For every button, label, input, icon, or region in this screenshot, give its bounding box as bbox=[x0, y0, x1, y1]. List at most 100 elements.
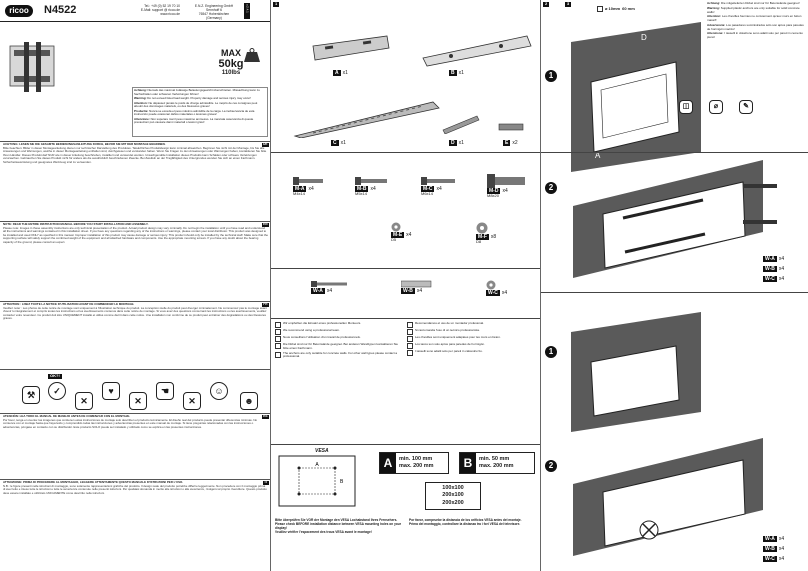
section-title: ACHTUNG: LESEN SIE DIE GESAMTE BEDIENUNG… bbox=[3, 142, 166, 146]
note-text: We recommend using a professional team. bbox=[283, 328, 340, 332]
warning-label: Advertencia: bbox=[707, 22, 726, 27]
part-e-illustration bbox=[498, 123, 524, 131]
column-overview: ricoo N4522 Tel.: +49 (0) 52 19 70 10 E-… bbox=[0, 0, 271, 571]
note-text: Recomendamos el uso de un montador profe… bbox=[415, 321, 484, 325]
address-line: Sennhoff 6 bbox=[206, 8, 222, 13]
note-line: We recommend using a professional team. bbox=[275, 328, 403, 335]
warning-text: I tasselli in dotazione sono adatti solo… bbox=[707, 31, 803, 39]
washer-qty: x8 bbox=[490, 234, 497, 240]
cross-icon: ✕ bbox=[129, 392, 147, 410]
warning-line: Attenzione: I tasselli in dotazione sono… bbox=[707, 31, 807, 40]
cross-icon: ✕ bbox=[75, 392, 93, 410]
vesa-note: Veuillez vérifier l'espacement des trous… bbox=[275, 530, 372, 534]
washer-code: W-C bbox=[486, 290, 500, 297]
note-text: The anchors are only suitable for concre… bbox=[283, 350, 398, 359]
note-text: Nous conseillons l'utilisation d'un trav… bbox=[283, 335, 361, 339]
vesa-b-letter: B bbox=[460, 453, 476, 473]
warning-text: Supplied plastic anchors are only suitab… bbox=[707, 5, 800, 14]
max-lbs: 110lbs bbox=[221, 69, 241, 76]
max-load-label: MAX 50kg 110lbs bbox=[196, 48, 266, 77]
warning-text: Non superare mai il peso massimo ammesso… bbox=[134, 116, 254, 125]
warning-line: Warning: Supplied plastic anchors are on… bbox=[707, 5, 807, 15]
section-title: ATTENZIONE: PRIMA DI PROCEDERE AL MONTAG… bbox=[3, 480, 184, 484]
address-line: 76547 Hohenkirchen bbox=[198, 12, 230, 17]
part-letter: A bbox=[333, 70, 341, 77]
part-qty: x1 bbox=[342, 70, 348, 76]
wall-icon bbox=[407, 350, 413, 356]
vesa-b-max: max. 200 mm bbox=[479, 463, 514, 469]
section-it: IT ATTENZIONE: PRIMA DI PROCEDERE AL MON… bbox=[0, 479, 270, 571]
part-qty: x2 bbox=[512, 140, 518, 146]
warning-label: Attention: bbox=[707, 14, 722, 19]
warning-text: Ne dépassez jamais le poids de charge ad… bbox=[134, 100, 258, 109]
screw-code: M-A bbox=[293, 186, 307, 193]
tv-back-illustration: A B bbox=[278, 455, 356, 507]
warning-text: Die mitgelieferten Dübel sind nur für Be… bbox=[721, 1, 800, 5]
svg-text:D: D bbox=[641, 33, 647, 42]
washer-code: M-F bbox=[476, 234, 489, 241]
screw-size: M8x20 bbox=[487, 193, 500, 199]
note-text: Si raccomanda l'uso di un tecnico profes… bbox=[415, 328, 480, 332]
contact-web: www.ricoo.de bbox=[160, 12, 180, 17]
warning-line: Attention: Les chevilles fournies ne con… bbox=[707, 14, 807, 23]
step-number: 1 bbox=[545, 70, 557, 82]
section-de: DE ACHTUNG: LESEN SIE DIE GESAMTE BEDIEN… bbox=[0, 141, 270, 221]
warning-label: Productie: bbox=[134, 108, 149, 113]
wall-icon bbox=[275, 351, 281, 358]
section-body: N.B.: le figure presenti nelle istruzion… bbox=[3, 483, 267, 495]
level-icon: ◫ bbox=[679, 100, 693, 114]
divider bbox=[271, 152, 540, 153]
pet-icon: ☻ bbox=[240, 392, 258, 410]
washer-size: D5 bbox=[391, 237, 397, 243]
step-number: 2 bbox=[545, 460, 557, 472]
header: ricoo N4522 Tel.: +49 (0) 52 19 70 10 E-… bbox=[0, 0, 270, 22]
screw-qty: x4 bbox=[502, 188, 508, 194]
screw-icon bbox=[355, 177, 387, 185]
step-number: 1 bbox=[545, 346, 557, 358]
smile-icon: ☺ bbox=[210, 382, 228, 400]
drill-icon: ⌀ bbox=[709, 100, 723, 114]
vesa-b-min: min. 50 mm bbox=[479, 455, 510, 462]
wall-part-qty: x4 bbox=[778, 556, 785, 562]
model-number: N4522 bbox=[44, 4, 77, 16]
warning-line: Productie: Nunca se exceda el peso máxim… bbox=[134, 108, 266, 117]
wall-icon bbox=[407, 336, 413, 342]
worker-icon bbox=[275, 322, 281, 328]
load-warning-box: Achtung: Niemals das maximal zulässige B… bbox=[132, 87, 268, 137]
vesa-notes-left: Bitte überprüfen Sie VOR der Montage den… bbox=[275, 518, 403, 534]
tv-mount-illustration bbox=[9, 42, 55, 92]
contact-info: Tel.: +49 (0) 52 19 70 10 E-Mail: suppor… bbox=[118, 4, 180, 16]
warning-label: Attenzione: bbox=[707, 31, 724, 36]
divider bbox=[271, 444, 540, 445]
step-number: 2 bbox=[545, 182, 557, 194]
part-c-illustration bbox=[293, 101, 440, 138]
doc-code: v.2.4.1 bbox=[244, 3, 250, 19]
screw-size: M6x14 bbox=[421, 191, 434, 197]
drill-icon bbox=[597, 6, 603, 12]
wall-part-qty: x4 bbox=[778, 546, 785, 552]
section-en: EN NOTE: READ THE ENTIRE INSTRUCTION MAN… bbox=[0, 221, 270, 301]
warning-text: Nunca se exceda el peso máximo admisible… bbox=[134, 108, 255, 117]
screw-icon bbox=[421, 177, 455, 185]
warning-line: Advertencia: Los pasadores suministrados… bbox=[707, 22, 807, 32]
wall-part-code: W-B bbox=[763, 266, 777, 273]
warning-line: Achtung: Niemals das maximal zulässige B… bbox=[134, 88, 266, 96]
icons-row: ⚒ OK?! ✓ ✕ ♥ ✕ ☚ ✕ ☺ ☻ bbox=[0, 369, 270, 413]
vesa-note: Prima del montaggio, controllare la dist… bbox=[409, 522, 521, 526]
svg-text:B: B bbox=[340, 479, 344, 485]
contact-phone: Tel.: +49 (0) 52 19 70 10 bbox=[144, 4, 180, 8]
screw-size: M4x14 bbox=[293, 191, 306, 197]
washer-icon bbox=[476, 222, 488, 234]
worker-icon bbox=[275, 329, 281, 335]
section-title: ATENCIÓN: LEA TODO EL MANUAL DE MANEJO A… bbox=[3, 414, 131, 418]
warning-text: Les chevilles fournies ne conviennent qu… bbox=[707, 14, 802, 22]
brand-logo: ricoo bbox=[5, 5, 33, 17]
wall-screw-qty: x4 bbox=[326, 288, 333, 294]
